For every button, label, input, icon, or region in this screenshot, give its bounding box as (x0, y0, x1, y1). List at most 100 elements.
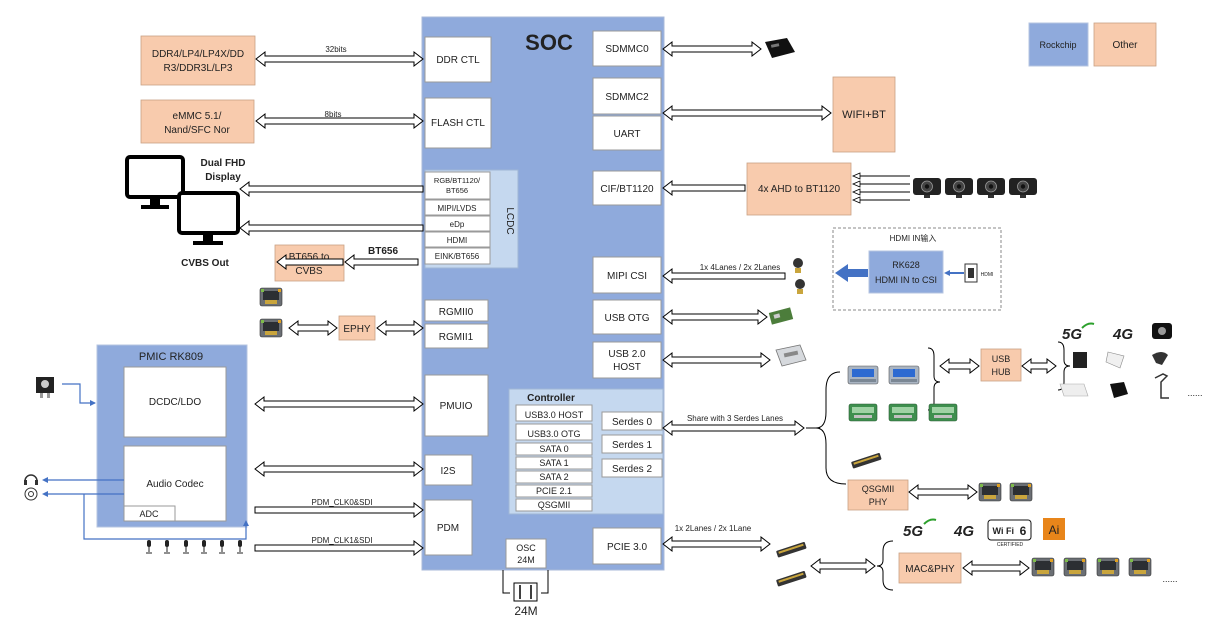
connection-arrows (239, 40, 1057, 577)
camera-module-icon (793, 258, 805, 294)
i2s-block (424, 454, 473, 486)
ahd-box (746, 162, 852, 216)
microphone-icon (220, 540, 224, 547)
controller-item (515, 442, 593, 456)
microphone-icon (202, 540, 206, 547)
badge-4g-pcie: 4G (953, 523, 974, 540)
more-ethernet-ports: ...... (1162, 574, 1177, 584)
pdm-label: PDM (437, 523, 459, 534)
pdm-clk1-arrow (254, 539, 424, 557)
lcdc-rgb-line-2: BT656 (446, 186, 468, 195)
ethernet-port-icon (1128, 557, 1152, 577)
monitor-icon (125, 155, 185, 209)
lcdc-item-rgb (424, 171, 491, 200)
msata-slot-icon (851, 452, 882, 469)
camera-input-arrowhead (851, 172, 861, 180)
badge-5g: 5G (1062, 326, 1082, 343)
wifi6-wi: Wi (993, 526, 1004, 536)
pmuio-label: PMUIO (440, 401, 473, 412)
audio-codec-label: Audio Codec (146, 479, 203, 490)
lcdc-label: LCDC (504, 207, 515, 234)
ddr-memory-box (140, 35, 256, 86)
signal-icon (923, 518, 937, 525)
osc-block (505, 538, 547, 569)
qsgmii-phy-box (847, 479, 909, 511)
signal-icon (1081, 322, 1095, 329)
emmc-label-1: eMMC 5.1/ (173, 111, 222, 122)
controller-item (515, 456, 593, 470)
keyboard-icon (1059, 383, 1089, 397)
hdmi-port-icon (964, 263, 978, 283)
hub-devices-arrow (1021, 357, 1057, 375)
wifi-bt-label: WIFI+BT (842, 109, 886, 121)
usb-a-port-icon (775, 344, 807, 367)
pcie-slot-icon (776, 570, 807, 587)
camera-input-arrowhead (851, 180, 861, 188)
legend-other-label: Other (1112, 40, 1138, 51)
controller-item-label: PCIE 2.1 (536, 486, 572, 496)
pmuio-arrow (254, 395, 424, 413)
speaker-arrowhead (42, 491, 48, 497)
mac-phy-box (898, 552, 962, 584)
ethernet-port-icon (259, 318, 283, 338)
microphone-stand (219, 547, 225, 554)
ephy-box (338, 315, 376, 341)
lcdc-item-mipi (424, 199, 491, 216)
i2s-label: I2S (440, 466, 455, 477)
lcdc-rgb-line: RGB/BT1120/ (434, 176, 481, 185)
usb2-host-label-2: HOST (613, 362, 641, 373)
pdm-block (424, 499, 473, 556)
sdmmc0-label: SDMMC0 (605, 44, 649, 55)
touchscreen-icon (1105, 351, 1125, 369)
usb2-host-block (592, 341, 662, 379)
hdmi-port-label: HDMI (981, 272, 994, 278)
controller-item (515, 498, 593, 512)
cvbs-out-arrow (276, 253, 344, 271)
dual-display-label-1: Dual FHD (201, 158, 246, 169)
dcdc-ldo-label: DCDC/LDO (149, 397, 201, 408)
osc-label-2: 24M (517, 555, 535, 565)
headphone-arrowhead (42, 477, 48, 483)
lcdc-item-eink-label: EINK/BT656 (435, 252, 480, 261)
usb-brace (927, 347, 941, 411)
microphone-stand (164, 547, 170, 554)
ethernet-port-icon (978, 482, 1002, 502)
lcdc-item-rgb-label: RGB/BT1120/BT656 (434, 176, 481, 195)
speaker-icon (24, 487, 38, 501)
ddr-bus-width: 32bits (325, 45, 346, 54)
serdes-lane (601, 458, 663, 478)
flash-ctl-label: FLASH CTL (431, 118, 485, 129)
ai-badge-label: Ai (1049, 523, 1060, 537)
sata-drive-icon (928, 403, 958, 422)
pcie3-block (592, 527, 662, 565)
controller-item-label: SATA 1 (539, 458, 568, 468)
scanner-icon (1152, 352, 1168, 365)
ephy-rgmii-arrow (376, 319, 424, 337)
mac-phy-arrow (962, 559, 1030, 577)
printer-icon (1073, 352, 1087, 368)
ethernet-port-icon (1009, 482, 1033, 502)
ahd-camera-icon (976, 177, 1006, 199)
usb-hub-arrow (939, 357, 980, 375)
lcdc-item-edp-label: eDp (450, 220, 465, 229)
ethernet-port-icon (1063, 557, 1087, 577)
power-arrowhead (90, 400, 96, 406)
serdes-lane-label: Serdes 0 (612, 417, 652, 428)
sdmmc2-label: SDMMC2 (605, 92, 649, 103)
dcdc-ldo-block (123, 366, 227, 438)
pcie-devices-arrow (810, 557, 876, 575)
controller-item (515, 484, 593, 498)
ephy-label: EPHY (343, 324, 371, 335)
flash-ctl-block (424, 97, 492, 149)
pdm-clk1-label: PDM_CLK1&SDI (312, 536, 373, 545)
osc-label-1: OSC (516, 543, 536, 553)
pmuio-block (424, 374, 489, 437)
microphone-icon (184, 540, 188, 547)
csi-link-arrowhead (835, 264, 848, 282)
csi-link (848, 269, 868, 277)
crystal-icon (502, 570, 549, 602)
bt656-cvbs-label-1: BT656 to (289, 252, 330, 263)
legend-other-swatch (1093, 22, 1157, 67)
adc-block (123, 505, 176, 522)
